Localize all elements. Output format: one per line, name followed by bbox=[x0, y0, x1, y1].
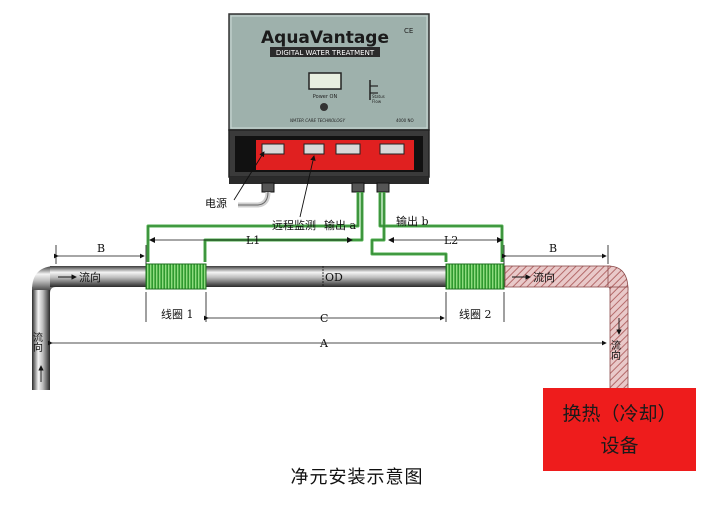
terminal-block-remote bbox=[303, 143, 325, 155]
pipe bbox=[32, 265, 629, 391]
terminal-block-power bbox=[261, 143, 285, 155]
dimension-lines bbox=[48, 239, 609, 346]
device-bottom-lip bbox=[229, 177, 429, 184]
device-subtitle: DIGITAL WATER TREATMENT bbox=[276, 49, 375, 57]
power-pointer bbox=[233, 151, 265, 201]
label-remote-monitor: 远程监测 bbox=[272, 219, 316, 232]
label-OD: OD bbox=[325, 271, 343, 284]
label-L1: L1 bbox=[246, 234, 260, 247]
device-display bbox=[308, 72, 342, 90]
label-flow-vertical-right: 流向 bbox=[609, 339, 621, 360]
terminal-block-b bbox=[379, 143, 405, 155]
water-treatment-device: AquaVantage DIGITAL WATER TREATMENT CE P… bbox=[228, 13, 430, 193]
ce-mark: CE bbox=[404, 27, 413, 35]
led-label-status: Status bbox=[372, 94, 385, 99]
coil-2 bbox=[445, 263, 505, 290]
label-B-right: B bbox=[549, 242, 557, 255]
label-flow-vertical-left: 流向 bbox=[31, 331, 43, 352]
display-label: Power ON bbox=[313, 94, 338, 100]
label-A: A bbox=[319, 337, 329, 350]
led-label-flow: Flow bbox=[372, 99, 382, 104]
device-model: 4000 NO bbox=[396, 118, 414, 123]
pipe-left-riser bbox=[32, 287, 50, 390]
label-output-a: 输出 a bbox=[324, 218, 356, 232]
label-flow-top-right: 流向 bbox=[533, 270, 555, 284]
coil-1 bbox=[145, 263, 207, 290]
heat-exchanger-line1: 换热（冷却） bbox=[562, 402, 677, 425]
pipe-right-riser bbox=[609, 286, 629, 391]
label-L2: L2 bbox=[444, 234, 458, 247]
heat-exchanger-line2: 设备 bbox=[600, 434, 639, 457]
device-footer: WATER CARE TECHNOLOGY bbox=[290, 118, 346, 123]
label-coil-1: 线圈 1 bbox=[161, 307, 194, 321]
label-coil-2: 线圈 2 bbox=[459, 307, 492, 321]
device-button-icon bbox=[320, 103, 328, 111]
terminal-block-a bbox=[335, 143, 361, 155]
label-C: C bbox=[320, 312, 328, 325]
label-flow-top-left: 流向 bbox=[79, 270, 101, 284]
label-power: 电源 bbox=[205, 196, 227, 210]
heat-exchanger-box: 换热（冷却） 设备 bbox=[543, 388, 696, 471]
device-brand: AquaVantage bbox=[261, 28, 389, 48]
diagram-caption: 净元安装示意图 bbox=[290, 467, 424, 488]
device-subtitle-bar bbox=[270, 47, 380, 57]
label-B-left: B bbox=[97, 242, 105, 255]
remote-pointer bbox=[299, 155, 316, 218]
label-output-b: 输出 b bbox=[396, 214, 429, 228]
pipe-horizontal bbox=[50, 266, 505, 287]
pipe-hot-section bbox=[504, 265, 611, 288]
device-body bbox=[228, 13, 430, 131]
